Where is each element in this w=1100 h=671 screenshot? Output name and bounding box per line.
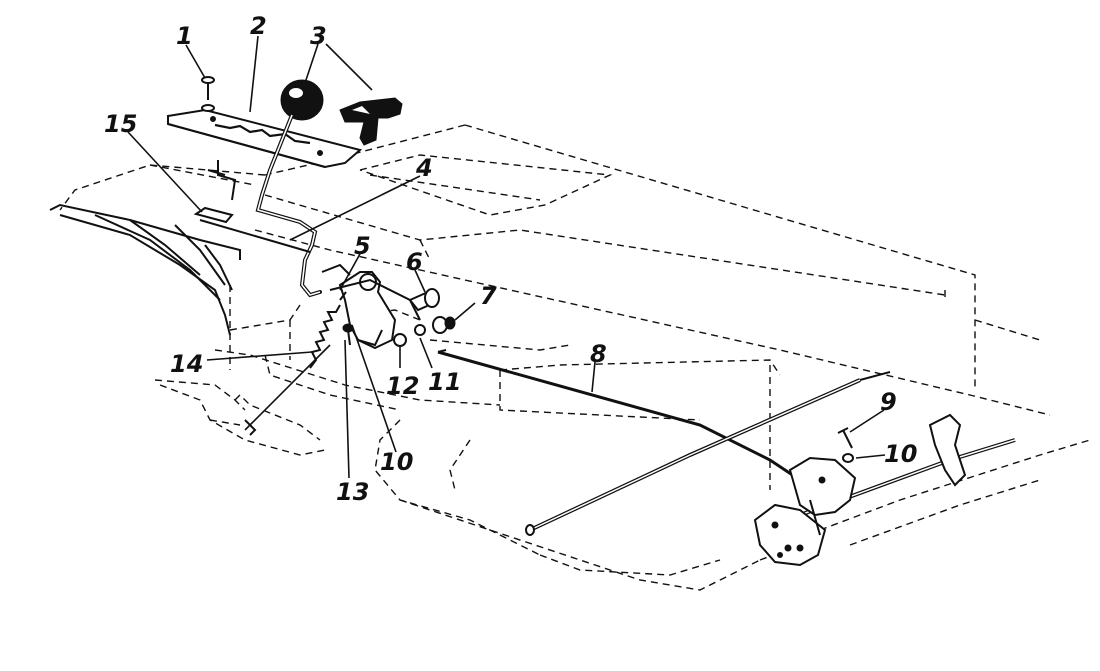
washer-right [842, 453, 854, 463]
left-fender [49, 203, 241, 336]
frame-phantom-outline [59, 124, 1091, 591]
callout-8: 8 [590, 340, 607, 368]
bolt [408, 288, 440, 312]
callout-12: 12 [386, 372, 419, 400]
callout-9: 9 [880, 388, 897, 416]
callout-15: 15 [104, 110, 137, 138]
callout-labels: 1 2 3 4 5 6 7 8 9 10 10 11 12 13 14 15 [104, 12, 917, 506]
callout-13: 13 [336, 478, 369, 506]
callout-1: 1 [176, 22, 193, 50]
callout-4: 4 [415, 154, 433, 182]
spring [309, 291, 347, 369]
callout-14: 14 [170, 350, 203, 378]
left-step-bracket [154, 379, 326, 456]
callout-11: 11 [428, 368, 461, 396]
callout-2: 2 [250, 12, 267, 40]
shift-rod [437, 349, 801, 482]
callout-5: 5 [354, 232, 371, 260]
pivot-bracket [321, 263, 426, 350]
lever-bracket [193, 206, 311, 253]
callout-7: 7 [480, 282, 497, 310]
shift-knob [280, 79, 403, 146]
callout-10-left: 10 [380, 448, 413, 476]
callout-6: 6 [406, 248, 423, 276]
bell-crank-plate [753, 456, 857, 567]
leader-lines [127, 35, 886, 479]
shift-lever [207, 113, 322, 298]
nut [432, 316, 456, 334]
callout-10-right: 10 [884, 440, 917, 468]
screw [201, 76, 215, 112]
pin [837, 427, 853, 449]
small-bolt [342, 323, 354, 346]
shift-plate [167, 108, 363, 169]
callout-3: 3 [310, 22, 327, 50]
cross-shaft [525, 371, 891, 536]
